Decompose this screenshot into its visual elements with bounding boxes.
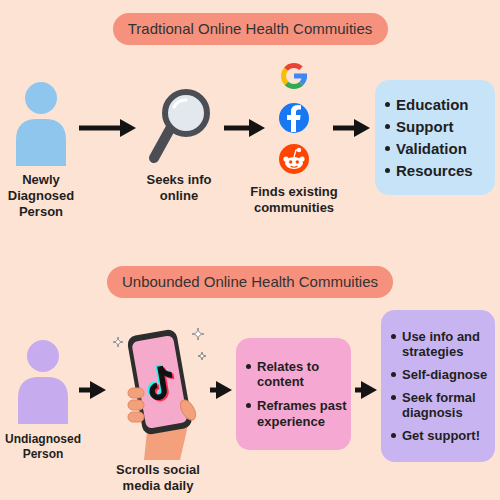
person-head [27, 340, 59, 372]
heading-text: Tradtional Online Health Commuities [128, 13, 373, 45]
bullet-item: Education [383, 96, 491, 114]
icon-art [17, 340, 69, 424]
google-logo [281, 63, 307, 89]
step-label: Undiagnosed Person [3, 432, 83, 461]
flow-arrow [210, 388, 220, 393]
person-icon: Undiagnosed Person [17, 340, 69, 424]
flow-arrow [79, 126, 124, 131]
facebook-logo [279, 103, 309, 133]
bullet-item: Validation [383, 140, 491, 158]
icon-art [146, 86, 212, 166]
lens-glare [174, 100, 186, 107]
person-body [18, 377, 68, 424]
icon-art [15, 82, 67, 166]
outcome-box: EducationSupportValidationResources [375, 80, 495, 195]
step-label: Finds existing communities [239, 184, 349, 216]
person-head [25, 82, 57, 114]
phone [126, 328, 193, 435]
finger [128, 412, 144, 422]
icon-art [277, 62, 311, 174]
step-label: Seeks info online [134, 172, 224, 204]
reddit-mouth [291, 166, 298, 167]
outcome-box: Use info and strategiesSelf-diagnoseSeek… [381, 310, 495, 462]
phone-icon: Scrolls social media daily [110, 322, 206, 460]
sparkle [198, 352, 206, 360]
bullet-item: Resources [383, 162, 491, 180]
section-heading: Tradtional Online Health Commuities [113, 13, 388, 45]
reddit-disc [279, 144, 309, 174]
step-label: Scrolls social media daily [103, 462, 213, 494]
reddit-eye [289, 160, 292, 163]
thumb [177, 397, 198, 422]
google-bar [294, 74, 307, 79]
finger [128, 388, 144, 398]
magnifier-lens [165, 92, 207, 134]
tiktok-note [145, 365, 176, 402]
flow-arrow [79, 388, 94, 393]
person-icon: Newly Diagnosed Person [15, 82, 67, 166]
magnifier-handle [154, 129, 170, 158]
facebook-mark [287, 105, 301, 132]
google-arc [285, 82, 303, 89]
flow-arrow [355, 388, 365, 393]
sparkle [113, 337, 123, 347]
reddit-head [285, 157, 303, 169]
tiktok-logo [143, 363, 177, 404]
reddit-antenna-ball [297, 148, 301, 152]
reddit-eye [296, 160, 299, 163]
bullet-item: Use info and strategies [389, 329, 491, 360]
person-body [16, 119, 66, 166]
step-label: Newly Diagnosed Person [2, 172, 80, 220]
bullet-item: Seek formal diagnosis [389, 390, 491, 421]
reddit-logo [279, 144, 309, 174]
flow-arrow [224, 126, 253, 131]
facebook-disc [279, 103, 309, 133]
sparkle [192, 328, 204, 340]
finger [128, 400, 144, 410]
icon-art [110, 322, 206, 460]
google-arc [284, 63, 303, 71]
bullet-item: Support [383, 118, 491, 136]
section-heading: Unbounded Online Health Commuities [107, 266, 393, 298]
bullet-item: Get support! [389, 428, 491, 444]
bullet-item: Self-diagnose [389, 367, 491, 383]
bullet-item: Reframes past experience [244, 398, 347, 429]
process-box: Relates to contentReframes past experien… [236, 338, 351, 450]
platform-logos: Finds existing communities [277, 62, 311, 174]
phone-body [126, 328, 193, 435]
flow-arrow [333, 126, 358, 131]
heading-text: Unbounded Online Health Commuities [122, 266, 378, 298]
search-icon: Seeks info online [146, 86, 212, 166]
google-arc [281, 68, 288, 86]
bullet-item: Relates to content [244, 359, 347, 390]
